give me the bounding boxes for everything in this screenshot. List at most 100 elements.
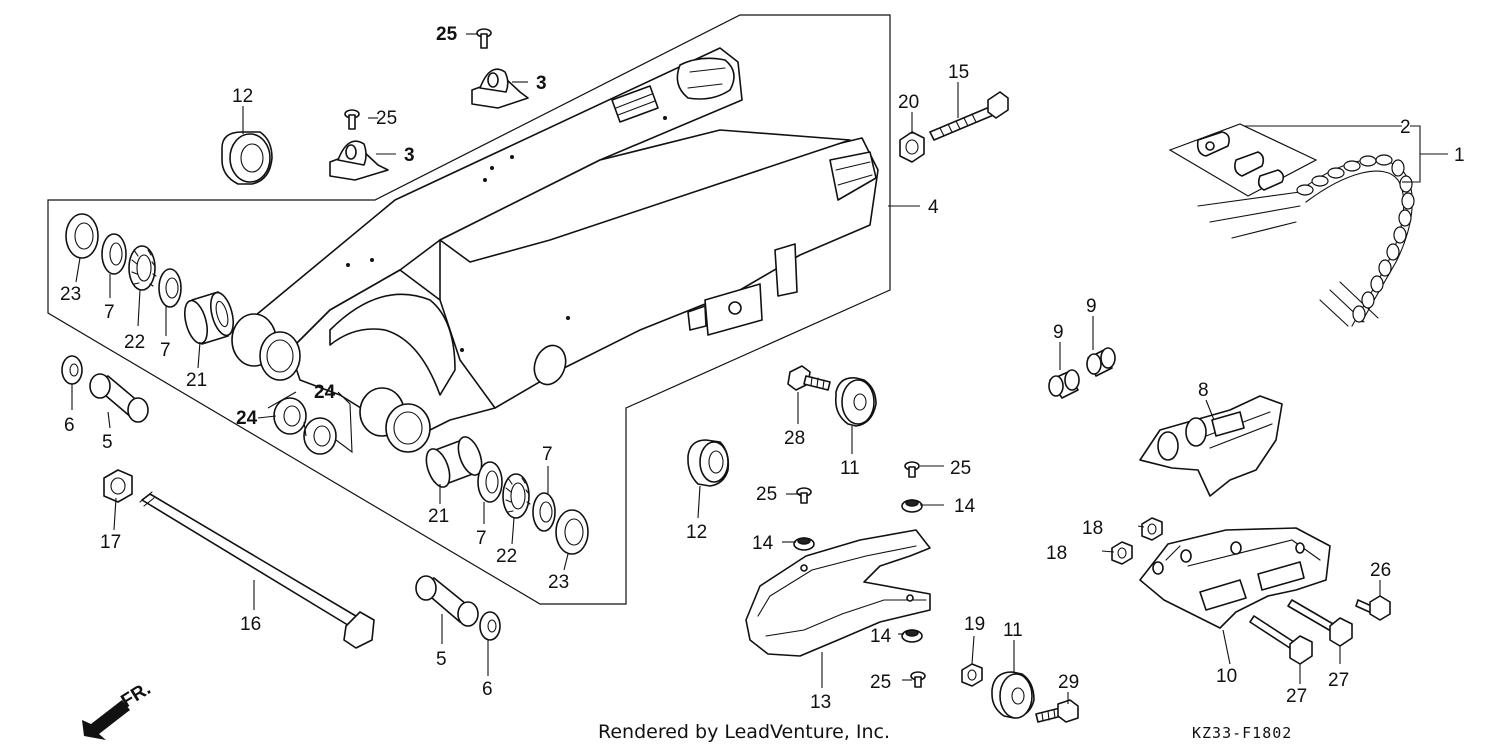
bolt-27-short[interactable]: [1287, 599, 1353, 647]
callout-21: 21: [186, 370, 207, 391]
bolt-27-long[interactable]: [1249, 615, 1313, 665]
callout-labels: 1 2 3 3 4 5 5 6 6 7 7 7 7 8 9 9 10 11 11…: [60, 24, 1465, 713]
dust-seal-23-left[interactable]: [65, 213, 99, 259]
bolt-29[interactable]: [1035, 699, 1079, 723]
callout-11: 11: [840, 458, 860, 479]
callout-4: 4: [928, 197, 939, 218]
callout-27: 27: [1286, 686, 1307, 707]
dust-seal-23-right[interactable]: [555, 509, 589, 555]
chain-roller-11-upper[interactable]: [834, 376, 877, 427]
pivot-bushing-top[interactable]: [221, 131, 273, 185]
chain-slider-13[interactable]: [745, 529, 931, 657]
callout-17: 17: [100, 532, 121, 553]
callout-3: 3: [404, 145, 415, 166]
callout-14: 14: [752, 533, 774, 554]
callout-10: 10: [1216, 666, 1237, 687]
callout-14: 14: [954, 496, 976, 517]
pivot-bolt-16[interactable]: [139, 491, 375, 649]
bearing-24-a[interactable]: [273, 397, 307, 435]
bolt-25-right[interactable]: [904, 461, 920, 478]
thrust-washer-7-a[interactable]: [101, 233, 127, 275]
callout-19: 19: [964, 614, 985, 635]
callout-15: 15: [948, 62, 969, 83]
callout-23: 23: [60, 284, 81, 305]
collar-9-left[interactable]: [1048, 369, 1080, 399]
bolt-15[interactable]: [929, 91, 1009, 141]
callout-12: 12: [686, 522, 707, 543]
pivot-bushing-lower[interactable]: [687, 439, 730, 487]
thrust-washer-7-c[interactable]: [477, 461, 503, 503]
callout-2: 2: [1400, 117, 1411, 138]
callout-7: 7: [160, 340, 171, 361]
collar-9-right[interactable]: [1086, 347, 1116, 377]
callout-21: 21: [428, 506, 449, 527]
callout-8: 8: [1198, 380, 1209, 401]
callout-3: 3: [536, 73, 547, 94]
callout-11: 11: [1003, 620, 1023, 641]
callout-25: 25: [436, 24, 458, 45]
bolt-25-center[interactable]: [796, 487, 812, 504]
drive-chain[interactable]: [1197, 154, 1415, 327]
master-link-kit[interactable]: [1168, 123, 1318, 197]
pivot-collar-5-right[interactable]: [415, 575, 479, 627]
callout-25: 25: [756, 484, 777, 505]
callout-26: 26: [1370, 560, 1391, 581]
pivot-bushing-21-left[interactable]: [181, 290, 238, 346]
grommet-14-right[interactable]: [901, 499, 923, 513]
pivot-collar-5-left[interactable]: [89, 373, 149, 423]
callout-7: 7: [476, 528, 487, 549]
callout-14: 14: [870, 626, 892, 647]
pivot-nut-20[interactable]: [899, 131, 925, 163]
collar-6-right[interactable]: [479, 611, 501, 641]
diagram-code: KZ33-F1802: [1192, 724, 1292, 742]
callout-18: 18: [1082, 518, 1103, 539]
chain-slider-8[interactable]: [1139, 395, 1283, 497]
bolt-26[interactable]: [1355, 595, 1391, 621]
callout-25: 25: [376, 108, 397, 129]
callout-5: 5: [436, 649, 447, 670]
callout-22: 22: [124, 332, 145, 353]
thrust-washer-7-b[interactable]: [158, 268, 182, 308]
callout-27: 27: [1328, 670, 1349, 691]
callout-5: 5: [102, 432, 113, 453]
chain-guide-10[interactable]: [1139, 527, 1331, 629]
callout-9: 9: [1086, 296, 1097, 317]
pivot-nut-17[interactable]: [103, 469, 133, 503]
nut-19[interactable]: [961, 663, 983, 687]
grommet-14-lower[interactable]: [901, 629, 923, 643]
pivot-bushing-21-right[interactable]: [422, 434, 486, 490]
callout-6: 6: [64, 415, 75, 436]
callout-7: 7: [104, 302, 115, 323]
bearing-24-b[interactable]: [303, 417, 337, 455]
bolt-28[interactable]: [787, 365, 831, 391]
callout-24: 24: [236, 408, 258, 429]
callout-7: 7: [542, 444, 553, 465]
callout-23: 23: [548, 572, 569, 593]
swingarm[interactable]: [231, 47, 879, 453]
chain-slider-bracket-upper[interactable]: [471, 68, 529, 109]
bolt-25-mid[interactable]: [344, 109, 360, 130]
callout-6: 6: [482, 679, 493, 700]
chain-slider-bracket-lower[interactable]: [329, 140, 389, 181]
render-credit: Rendered by LeadVenture, Inc.: [598, 721, 890, 743]
callout-25: 25: [950, 458, 971, 479]
callout-24: 24: [314, 382, 336, 403]
callout-22: 22: [496, 546, 517, 567]
bolt-25-top[interactable]: [476, 28, 492, 49]
callout-20: 20: [898, 92, 919, 113]
front-direction-arrow-icon: [82, 700, 130, 740]
needle-bearing-22-left[interactable]: [128, 245, 157, 291]
collar-6-left[interactable]: [61, 355, 83, 385]
callout-1: 1: [1454, 145, 1465, 166]
grommet-14-left[interactable]: [793, 537, 815, 551]
callout-25: 25: [870, 672, 891, 693]
bolt-25-lower[interactable]: [910, 671, 926, 688]
nut-18-upper[interactable]: [1141, 517, 1163, 541]
needle-bearing-22-right[interactable]: [502, 473, 531, 519]
callout-16: 16: [240, 614, 261, 635]
chain-roller-11-lower[interactable]: [991, 671, 1035, 719]
thrust-washer-7-d[interactable]: [532, 492, 556, 532]
callout-9: 9: [1053, 322, 1064, 343]
nut-18-lower[interactable]: [1111, 541, 1133, 565]
